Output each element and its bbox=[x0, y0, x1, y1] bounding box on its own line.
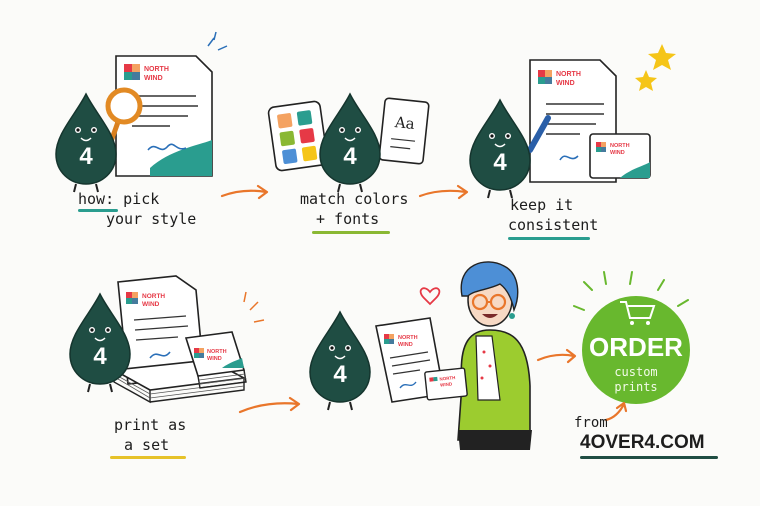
cta-line-2: prints bbox=[614, 380, 657, 394]
mascot-number: 4 bbox=[493, 149, 507, 176]
logo-text-2: WIND bbox=[556, 80, 575, 87]
mascot-drop: 4 bbox=[469, 99, 531, 199]
cta-site-underline bbox=[580, 456, 718, 459]
step-1-caption-line-1: how: pick bbox=[78, 190, 160, 208]
step-1-caption-line-2: your style bbox=[106, 210, 197, 228]
document-page: NORTH WIND bbox=[117, 275, 205, 385]
cta-circle bbox=[582, 296, 690, 404]
sparkle-icon bbox=[573, 271, 689, 311]
step-4-caption-line-2: a set bbox=[124, 436, 170, 454]
step-3-caption-line-1: keep it bbox=[510, 196, 574, 214]
mascot-drop: 4 bbox=[69, 293, 131, 393]
step-4-caption-line-1: print as bbox=[114, 416, 187, 434]
logo-text-1: NORTH bbox=[142, 293, 165, 300]
pen-icon bbox=[527, 115, 551, 153]
logo-text-2: WIND bbox=[207, 356, 222, 362]
shopping-cart-icon bbox=[620, 301, 656, 325]
logo-text-2: WIND bbox=[142, 301, 160, 308]
heart-icon bbox=[419, 287, 441, 306]
customer-character bbox=[457, 261, 532, 450]
business-card: NORTH WIND bbox=[589, 133, 651, 179]
logo-text-1: NORTH bbox=[207, 349, 227, 355]
step-2-underline bbox=[312, 231, 390, 234]
mascot-number: 4 bbox=[333, 361, 347, 388]
northwind-logo: NORTH WIND bbox=[538, 70, 581, 87]
mascot-drop: 4 bbox=[319, 93, 381, 193]
step-2-caption-line-1: match colors bbox=[300, 190, 409, 208]
panel-print-set: NORTH WIND NORTH WIND 4 bbox=[69, 275, 265, 404]
panel-keep-consistent: NORTH WIND NORTH WIND 4 bbox=[469, 44, 676, 199]
cta-order-badge: ORDER custom prints bbox=[573, 271, 690, 404]
business-card-stack: NORTH WIND bbox=[184, 331, 247, 389]
step-2-caption-line-2: + fonts bbox=[316, 210, 380, 228]
font-sample-text: Aa bbox=[393, 113, 416, 133]
mascot-number: 4 bbox=[79, 143, 93, 170]
business-card: NORTH WIND bbox=[424, 367, 468, 401]
cta-site-link[interactable]: 4OVER4.COM bbox=[580, 432, 705, 453]
mascot-number: 4 bbox=[343, 143, 357, 170]
color-palette-card bbox=[267, 100, 329, 172]
magnifier-icon bbox=[105, 87, 143, 153]
font-sample-card: Aa bbox=[378, 97, 430, 165]
star-icon bbox=[635, 44, 676, 91]
mascot-drop: 4 bbox=[55, 93, 117, 193]
panel-handoff: NORTH WIND 4 bbox=[309, 261, 532, 450]
northwind-logo: NORTH WIND bbox=[124, 64, 169, 82]
sparkle-icon bbox=[243, 291, 265, 323]
logo-text-2: WIND bbox=[610, 150, 625, 156]
step-1-underline bbox=[78, 209, 118, 212]
logo-text-1: NORTH bbox=[610, 143, 630, 149]
step-3-underline bbox=[508, 237, 590, 240]
logo-text-2: WIND bbox=[398, 342, 413, 348]
cta-line-1: custom bbox=[614, 365, 657, 379]
logo-text-2: WIND bbox=[440, 381, 453, 387]
cta-from-label: from bbox=[574, 415, 608, 431]
panel-pick-style: NORTH WIND 4 bbox=[55, 31, 228, 193]
document-page: NORTH WIND bbox=[115, 55, 213, 177]
mascot-number: 4 bbox=[93, 343, 107, 370]
logo-text-1: NORTH bbox=[144, 66, 169, 73]
arrow-icon bbox=[220, 184, 628, 422]
logo-text-1: NORTH bbox=[556, 71, 581, 78]
logo-text-1: NORTH bbox=[439, 375, 455, 382]
sparkle-icon bbox=[207, 31, 228, 51]
mascot-drop: 4 bbox=[309, 311, 371, 411]
panel-match-colors: Aa 4 bbox=[267, 93, 430, 193]
step-4-underline bbox=[110, 456, 186, 459]
cta-title: ORDER bbox=[589, 332, 683, 362]
logo-text-2: WIND bbox=[144, 75, 163, 82]
logo-text-1: NORTH bbox=[398, 335, 418, 341]
step-3-caption-line-2: consistent bbox=[508, 216, 599, 234]
